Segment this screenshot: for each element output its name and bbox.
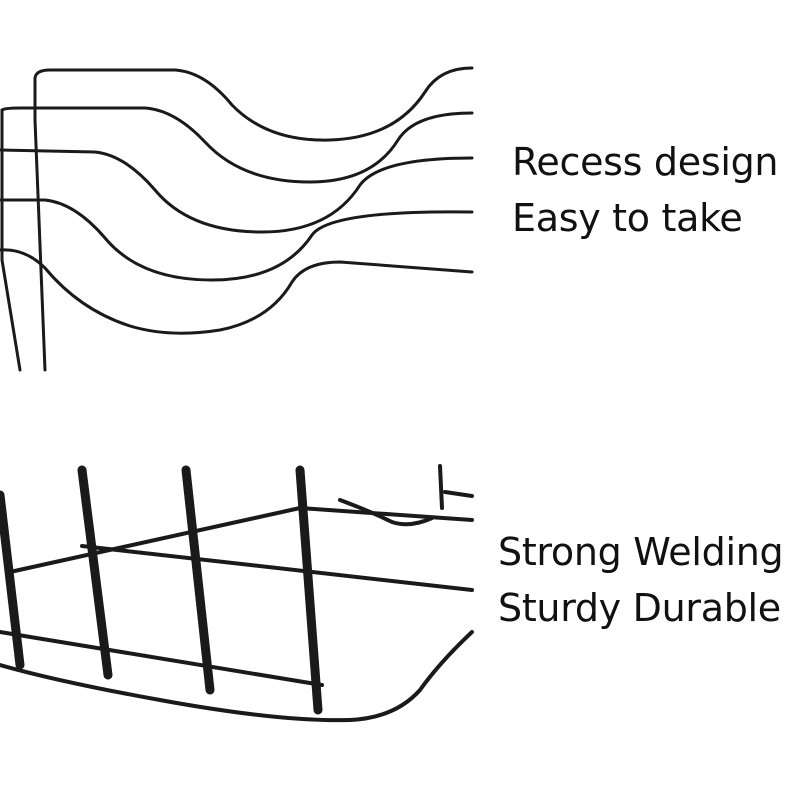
top-product-panel: Recess design Easy to take bbox=[0, 66, 778, 372]
wire-bar bbox=[77, 465, 113, 680]
wire-rail bbox=[438, 464, 444, 510]
wire-bar bbox=[295, 465, 323, 715]
wire-rail bbox=[443, 490, 474, 498]
wire-post bbox=[33, 76, 47, 372]
recess-caption: Recess design Easy to take bbox=[512, 134, 778, 246]
caption-line-easy-to-take: Easy to take bbox=[512, 196, 743, 240]
wire-post bbox=[0, 108, 22, 372]
wire-bar bbox=[0, 490, 25, 670]
caption-line-sturdy-durable: Sturdy Durable bbox=[498, 586, 781, 630]
wire-rail bbox=[80, 544, 474, 592]
caption-line-recess-design: Recess design bbox=[512, 140, 779, 184]
welding-caption: Strong Welding Sturdy Durable bbox=[498, 524, 784, 636]
wire-bar bbox=[181, 465, 215, 695]
wire-rail bbox=[338, 498, 434, 527]
caption-line-strong-welding: Strong Welding bbox=[498, 530, 784, 574]
strong-welding-photo bbox=[0, 464, 474, 723]
wire-loop bbox=[0, 148, 474, 234]
wire-loop bbox=[0, 198, 474, 282]
wire-loop bbox=[33, 66, 474, 142]
wire-rail bbox=[0, 630, 474, 723]
bottom-product-panel: Strong Welding Sturdy Durable bbox=[0, 400, 800, 800]
wire-loop bbox=[0, 106, 474, 184]
wire-loop bbox=[0, 248, 474, 335]
recess-design-photo bbox=[0, 66, 474, 372]
wire-rail bbox=[0, 630, 324, 687]
